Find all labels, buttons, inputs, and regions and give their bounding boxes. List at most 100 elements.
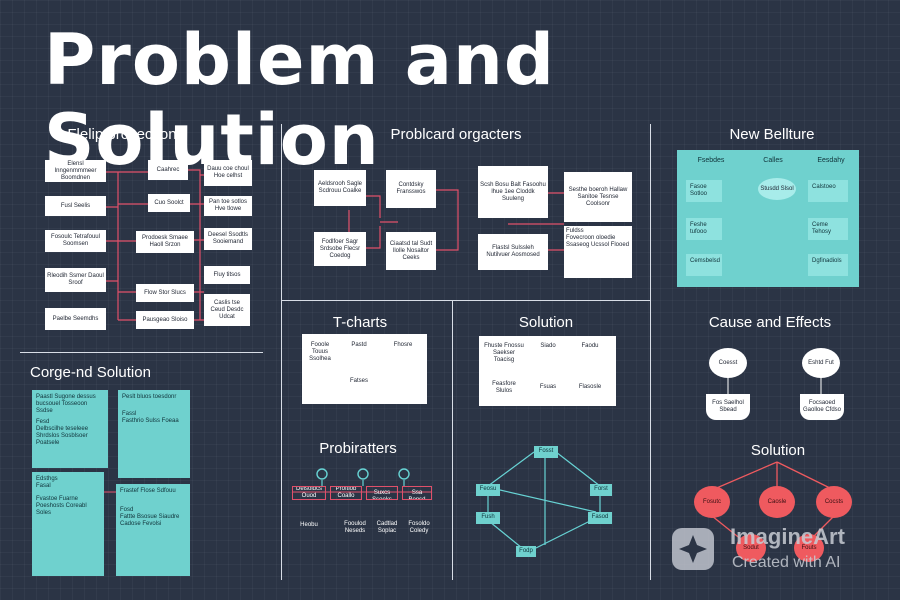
p4-block-4-head: Frastef Flose Sdfouu <box>120 488 176 494</box>
p7-node-1: Delsoidcs Ouod <box>292 486 326 500</box>
p4-block-2: Peslt bluos toesdonr Fassl Fasthrio Suls… <box>118 390 190 478</box>
p8-node-3: Forst <box>590 484 612 496</box>
p1-right-box-4: Fluy titsos <box>204 266 250 284</box>
p4-block-4-body: Fattte Bsosue Siaudre Cadose Fevolsi <box>120 514 180 527</box>
p1-left-box-2: Fusl Seelis <box>45 196 106 216</box>
p7-node-3: Suol Suxcs Ssoeks <box>366 486 398 500</box>
p3-right-2: Ceme Tehosy <box>808 218 848 240</box>
p6-cell-2: Siado <box>540 342 556 349</box>
watermark-sub: Created with AI <box>732 554 841 571</box>
p4-block-4-sub: Fosd <box>120 507 134 513</box>
p2-box-2: Fodlfoer Sagr Srdsobe Flecsr Coedog <box>314 232 366 266</box>
p10-node-2: Caosle <box>759 486 795 518</box>
p6-cell-5: Fsuas <box>539 383 557 390</box>
watermark: ImagineArt Created with AI <box>670 522 892 578</box>
imagineart-logo-icon <box>672 528 714 570</box>
panel-title-5: T-charts <box>332 314 388 331</box>
watermark-name: ImagineArt <box>730 524 845 549</box>
panel-title-7: Probiratters <box>319 440 397 457</box>
p4-block-1-head: Paastl Sugone dessus bucsouel Tosseoon S… <box>36 394 96 414</box>
p8-node-4: Fush <box>476 512 500 524</box>
p3-left-1: Fasoe Sotloo <box>686 180 722 202</box>
p8-node-5: Fasod <box>588 512 612 524</box>
p4-block-3: Edsthgs Fasal Fvastoe Fuarne Poeshosts C… <box>32 472 104 576</box>
p5-cell-3: Fhosre <box>393 341 413 348</box>
divider-h2 <box>20 352 263 353</box>
p10-node-5: Fouts <box>794 534 824 562</box>
panel-title-2: Problcard orgacters <box>390 126 522 143</box>
divider-v1 <box>281 124 282 580</box>
p8-node-6: Fodp <box>516 546 536 557</box>
p7-label-3: Cadtlad Soplac <box>376 521 398 534</box>
p8-node-1: Fosst <box>534 446 558 458</box>
p9-effect-label: Focsaoed Gaolloe Cfdso <box>800 394 844 420</box>
p3-left-3: Cemsbelsd <box>686 254 722 276</box>
panel-title-9: Cause and Effects <box>708 314 832 331</box>
p1-mid-box-4: Flow Stor Slucs <box>136 284 194 302</box>
p3-left-2: Feshe tufooo <box>686 218 722 240</box>
p9-cause-label: Fos Saelhol Sbead <box>706 394 750 420</box>
panel-title-3: New Bellture <box>729 126 815 143</box>
p1-right-box-1: Dauu coe choul Hoe celhst <box>204 160 252 186</box>
p3-center-node: Stusdd Slsol <box>758 178 796 200</box>
p4-block-1: Paastl Sugone dessus bucsouel Tosseoon S… <box>32 390 108 468</box>
p4-block-3-head: Edsthgs <box>36 476 58 482</box>
p5-cell-4: Fatses <box>349 377 368 384</box>
divider-v3 <box>452 300 453 580</box>
panel-title-4: Corge-nd Solution <box>30 364 151 381</box>
p1-mid-box-5: Pausgeao Sloiso <box>136 311 194 329</box>
p2-box-7: Sesthe boeroh Hallaw Sanitoe Tesnse Cool… <box>564 172 632 222</box>
p4-block-3-body: Fvastoe Fuarne Poeshosts Coreabl Soles <box>36 496 87 516</box>
panel-title-6: Solution <box>518 314 574 331</box>
p1-mid-box-3: Prodoesk Smaee Haoll Srzon <box>136 231 194 253</box>
p1-left-box-4: Rleodih Ssmer Daoul Sroof <box>45 268 106 292</box>
p2-box-1: Aeldsrooh Sagle Scdrouu Coalke <box>314 170 366 206</box>
p1-right-box-2: Pan toe sotlos Hve tlowe <box>204 196 252 216</box>
p2-box-8-head: Fuldss <box>566 228 584 234</box>
p7-label-1: Heobu <box>300 521 318 528</box>
p6-cell-3: Faodu <box>581 342 599 349</box>
p1-mid-box-2: Cuo Soolct <box>148 194 190 212</box>
p3-right-1: Calstoeo <box>808 180 848 202</box>
p10-node-3: Cocsts <box>816 486 852 518</box>
p8-node-2: Feosu <box>476 484 500 496</box>
p4-block-2-sub: Fassl <box>122 411 137 417</box>
divider-v2 <box>650 124 651 580</box>
p5-cell-2: Pastd <box>351 341 367 348</box>
p1-right-box-3: Deesel Ssodtls Sooiemand <box>204 228 252 250</box>
p6-grid <box>479 336 616 406</box>
p1-mid-box-1: Caahrec <box>148 160 188 180</box>
p2-box-8: Fuldss Fovecroon oloedie Ssaseog Ucssol … <box>564 226 632 278</box>
p1-right-box-5: Caslis tse Ceud Desdc Udcat <box>204 294 250 326</box>
p4-block-4: Frastef Flose Sdfouu Fosd Fattte Bsosue … <box>116 484 190 576</box>
p3-head-1: Fsebdes <box>697 157 725 164</box>
p9-effect-circle: Eshtd Fut <box>802 348 840 378</box>
p10-node-1: Fosutc <box>694 486 730 518</box>
p4-block-2-body: Fasthrio Sulss Foeaa <box>122 418 179 424</box>
p2-box-8-body: Fovecroon oloedie Ssaseog Ucssol Flooed <box>566 235 630 248</box>
p7-node-4: Ctoot Ssa Bonsd <box>402 486 432 500</box>
p2-box-3: Contdsky Fransswos <box>386 170 436 208</box>
panel-title-1: Flelip procection <box>67 126 177 143</box>
p7-node-2: Proftiob Coallo <box>330 486 362 500</box>
panel-title-10: Solution <box>750 442 806 459</box>
p2-box-6: Flastsl Sulssleh Nutilvuer Aosmosed <box>478 234 548 270</box>
p4-block-3-sub: Fasal <box>36 483 51 489</box>
p4-block-1-body: Delbscilhe teseleee Shrdslos Sosblsoer P… <box>36 426 89 446</box>
p1-left-box-5: Paelbe Seemdhs <box>45 308 106 330</box>
p10-node-4: Sodut <box>736 534 766 562</box>
p9-cause-circle: Coesst <box>709 348 747 378</box>
p5-tchart <box>302 334 427 404</box>
p1-left-box-1: Elensl Inngenmmmeer Boomdnen <box>45 160 106 182</box>
p5-cell-1: Fooole Touus Ssolhea <box>309 341 331 362</box>
p3-head-2: Calles <box>763 157 783 164</box>
p1-left-box-3: Fosoulc Tetrafouul Soomsen <box>45 230 106 252</box>
p2-box-4: Ciaatsd tal Sudt llolle Nosaltor Ceeks <box>386 232 436 270</box>
p4-block-2-head: Peslt bluos toesdonr <box>122 394 177 400</box>
p4-block-1-sub: Fesd <box>36 419 50 425</box>
p6-cell-6: Flasosle <box>578 383 602 390</box>
divider-h1 <box>282 300 650 301</box>
p7-label-4: Fosoldo Coledy <box>408 521 430 534</box>
p6-cell-4: Feasfore Slulos <box>492 381 516 394</box>
p6-cell-1: Fhuste Fnossu Saekser Toacisg <box>484 342 524 363</box>
